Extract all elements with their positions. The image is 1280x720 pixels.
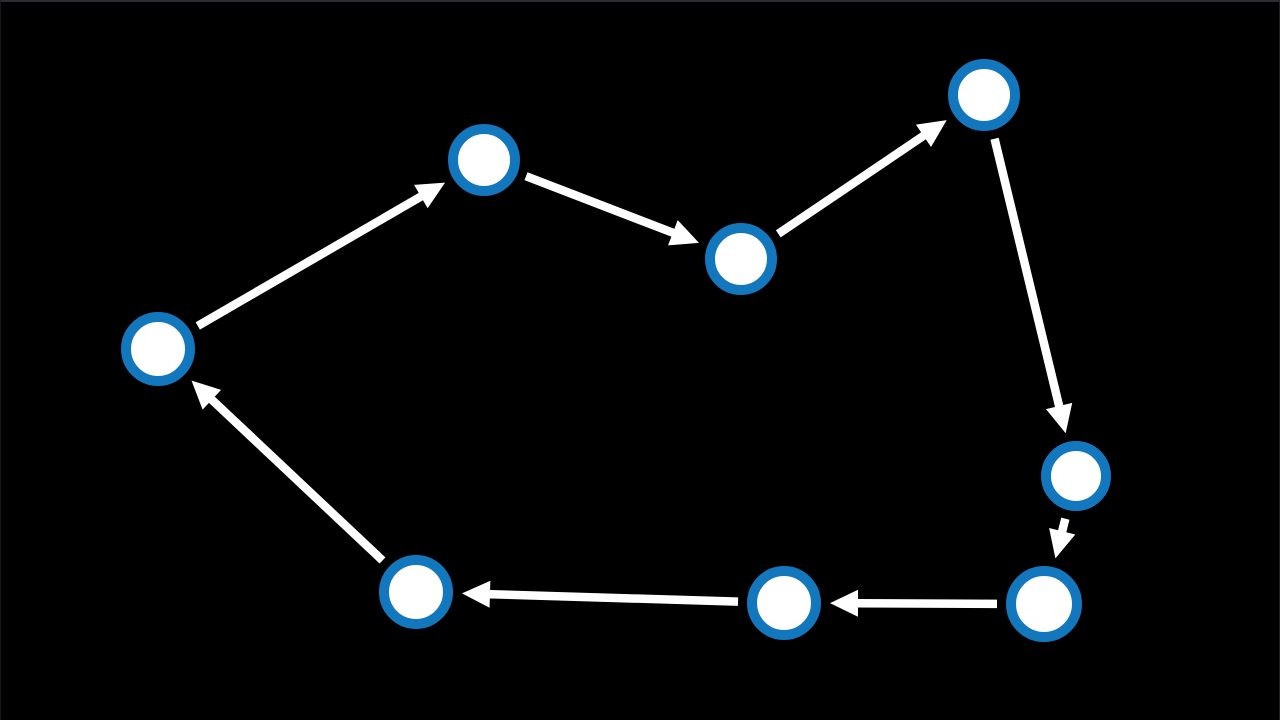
- edge-line-n1-n5: [990, 137, 1064, 410]
- graph-node-n7: [747, 566, 821, 640]
- edge-arrowhead-n3-n1: [915, 120, 947, 148]
- graph-node-n2: [448, 124, 520, 196]
- edge-arrowhead-n5-n6: [1049, 527, 1076, 559]
- edge-line-n7-n8: [486, 589, 739, 606]
- graph-node-n8: [379, 555, 453, 629]
- edge-line-n3-n1: [775, 130, 929, 238]
- graph-node-n5: [1041, 441, 1111, 511]
- edge-line-n4-n2: [195, 191, 426, 330]
- edge-arrowhead-n8-n4: [191, 380, 222, 410]
- edge-line-n6-n7: [854, 599, 998, 609]
- edge-arrowhead-n1-n5: [1045, 402, 1073, 434]
- edge-arrowhead-n7-n8: [461, 580, 491, 608]
- edge-line-n8-n4: [206, 394, 386, 564]
- graph-node-n3: [705, 223, 777, 295]
- edge-line-n2-n3: [524, 172, 678, 238]
- graph-node-n4: [121, 312, 195, 386]
- edge-arrowhead-n4-n2: [414, 182, 446, 209]
- graph-node-n1: [948, 59, 1020, 131]
- graph-node-n6: [1006, 566, 1082, 642]
- edge-arrowhead-n2-n3: [668, 220, 700, 246]
- edge-arrowhead-n6-n7: [829, 589, 859, 617]
